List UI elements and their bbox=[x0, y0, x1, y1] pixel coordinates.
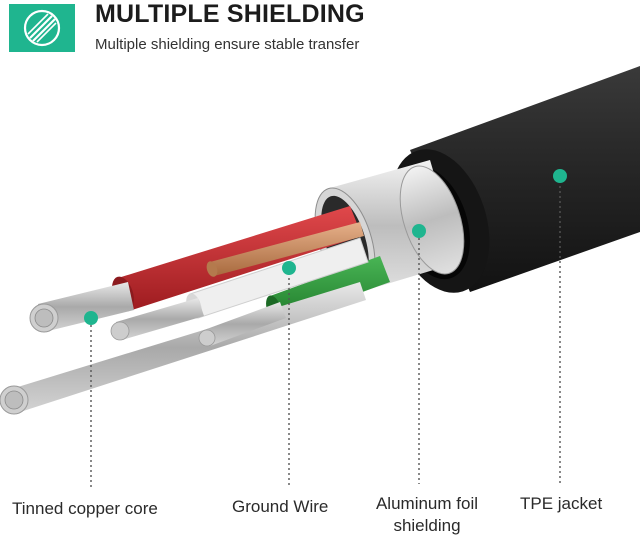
callout-dot-ground bbox=[282, 261, 296, 275]
callout-lines bbox=[90, 176, 561, 488]
feature-badge bbox=[9, 4, 75, 52]
page-subtitle: Multiple shielding ensure stable transfe… bbox=[95, 36, 360, 53]
page-title: MULTIPLE SHIELDING bbox=[95, 0, 365, 28]
callout-label-tpe-jacket: TPE jacket bbox=[520, 494, 603, 513]
callout-dot-copper bbox=[84, 311, 98, 325]
callout-dot-aluminum bbox=[412, 224, 426, 238]
copper-strands bbox=[206, 222, 364, 277]
callout-dot-tpe bbox=[553, 169, 567, 183]
shielded-cable-icon bbox=[23, 9, 61, 47]
callout-label-tinned-copper-core: Tinned copper core bbox=[12, 499, 158, 518]
tinned-copper-core bbox=[0, 282, 366, 415]
callout-label-ground-wire: Ground Wire bbox=[232, 497, 329, 516]
callout-label-aluminum-foil-shielding: Aluminum foil shielding bbox=[375, 494, 479, 535]
